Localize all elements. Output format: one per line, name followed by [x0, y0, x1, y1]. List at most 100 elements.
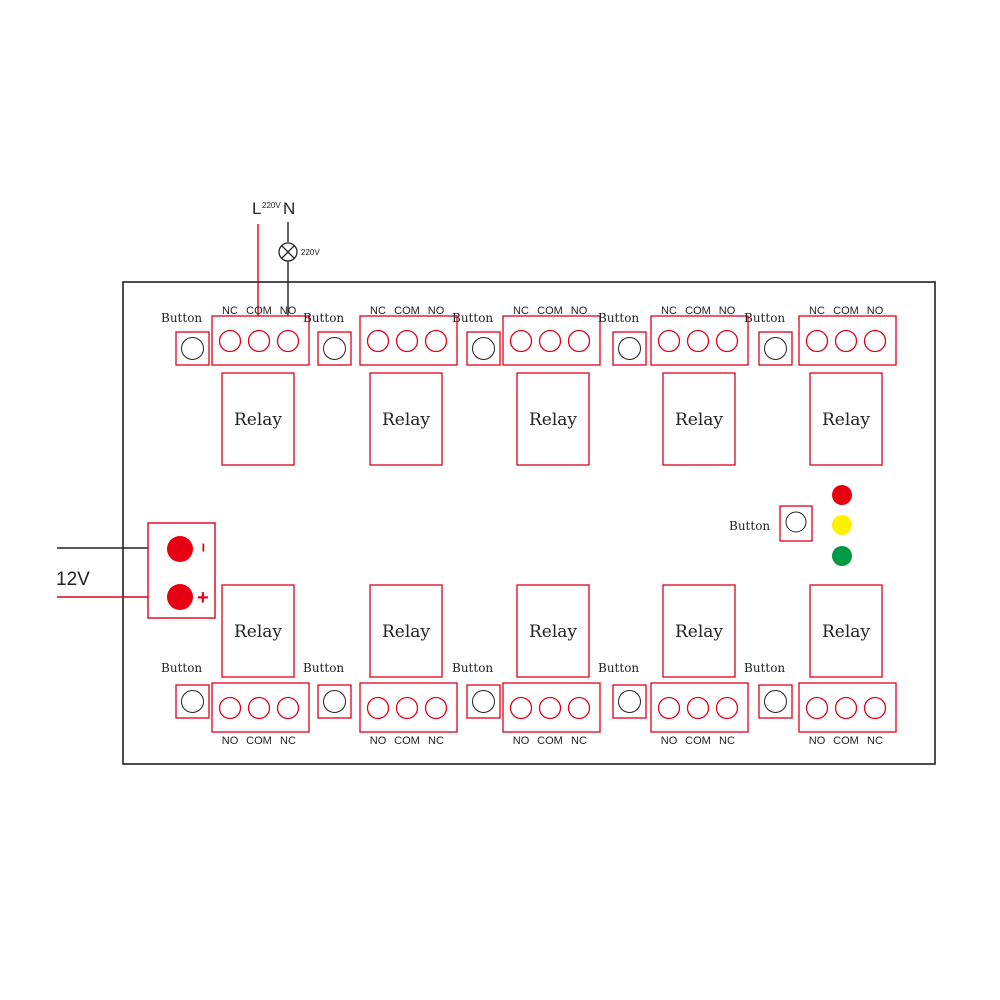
channel-6-no-label: NO — [222, 735, 239, 747]
channel-5-nc-label: NC — [809, 305, 825, 317]
channel-2-com-label: COM — [394, 305, 420, 317]
channel-3-nc-screw[interactable] — [509, 329, 533, 353]
channel-1-no-label: NO — [280, 305, 297, 317]
channel-2-com-screw[interactable] — [395, 329, 419, 353]
led-red — [832, 485, 852, 505]
channel-4-com-label: COM — [685, 305, 711, 317]
board-outline — [122, 281, 936, 765]
channel-6-com-label: COM — [246, 735, 272, 747]
learn-button-cap[interactable] — [785, 511, 807, 533]
channel-1-no-screw[interactable] — [276, 329, 300, 353]
channel-4-button-cap[interactable] — [618, 337, 641, 360]
channel-5-nc-screw[interactable] — [805, 329, 829, 353]
channel-2-relay-label: Relay — [382, 410, 430, 430]
channel-9-com-screw[interactable] — [686, 696, 710, 720]
plus-symbol: + — [197, 587, 209, 609]
channel-1-com-screw[interactable] — [247, 329, 271, 353]
channel-8-relay — [516, 584, 590, 678]
channel-4-relay-label: Relay — [675, 410, 723, 430]
channel-8-no-screw[interactable] — [509, 696, 533, 720]
channel-10-relay-label: Relay — [822, 622, 870, 642]
channel-3-button-label: Button — [452, 311, 493, 325]
channel-3-com-screw[interactable] — [538, 329, 562, 353]
channel-10-com-label: COM — [833, 735, 859, 747]
status-area: Button — [729, 485, 852, 566]
channel-6-relay — [221, 584, 295, 678]
channel-2-no-screw[interactable] — [424, 329, 448, 353]
channel-8-nc-screw[interactable] — [567, 696, 591, 720]
channel-9-button-cap[interactable] — [618, 690, 641, 713]
channel-10-com-screw[interactable] — [834, 696, 858, 720]
power-input: 12V − + — [56, 522, 216, 619]
channel-2-relay — [369, 372, 443, 466]
channel-8-com-label: COM — [537, 735, 563, 747]
channel-1-relay-label: Relay — [234, 410, 282, 430]
channel-7-nc-label: NC — [428, 735, 444, 747]
channel-1-nc-screw[interactable] — [218, 329, 242, 353]
channel-8-button-label: Button — [452, 661, 493, 675]
lamp-icon — [278, 242, 298, 262]
power-voltage-label: 12V — [56, 569, 90, 590]
channel-9-nc-label: NC — [719, 735, 735, 747]
channel-3-no-screw[interactable] — [567, 329, 591, 353]
channel-6-nc-screw[interactable] — [276, 696, 300, 720]
mains-l-label: L — [252, 199, 261, 218]
channel-7-relay — [369, 584, 443, 678]
channel-6-com-screw[interactable] — [247, 696, 271, 720]
channel-2-button-label: Button — [303, 311, 344, 325]
channel-10-nc-screw[interactable] — [863, 696, 887, 720]
channel-1-button-cap[interactable] — [181, 337, 204, 360]
channel-3-relay-label: Relay — [529, 410, 577, 430]
channel-9-no-screw[interactable] — [657, 696, 681, 720]
channel-4-no-screw[interactable] — [715, 329, 739, 353]
channel-8-button-cap[interactable] — [472, 690, 495, 713]
channel-3-nc-label: NC — [513, 305, 529, 317]
channel-3-relay — [516, 372, 590, 466]
channel-7-com-screw[interactable] — [395, 696, 419, 720]
channel-5-button-cap[interactable] — [764, 337, 787, 360]
led-green — [832, 546, 852, 566]
channel-9-button-label: Button — [598, 661, 639, 675]
channel-1-com-label: COM — [246, 305, 272, 317]
channel-9-com-label: COM — [685, 735, 711, 747]
channel-1-nc-label: NC — [222, 305, 238, 317]
channel-5-com-label: COM — [833, 305, 859, 317]
channel-1-button-label: Button — [161, 311, 202, 325]
mains-voltage-label: 220V — [262, 201, 281, 210]
led-yellow — [832, 515, 852, 535]
channel-4-com-screw[interactable] — [686, 329, 710, 353]
channel-2-no-label: NO — [428, 305, 445, 317]
lamp-voltage-label: 220V — [301, 248, 320, 257]
learn-button-label: Button — [729, 519, 770, 533]
channel-3-button-cap[interactable] — [472, 337, 495, 360]
channel-5-com-screw[interactable] — [834, 329, 858, 353]
channel-10-relay — [809, 584, 883, 678]
channel-6-nc-label: NC — [280, 735, 296, 747]
channel-4-nc-screw[interactable] — [657, 329, 681, 353]
channel-2-nc-screw[interactable] — [366, 329, 390, 353]
channel-6-button-cap[interactable] — [181, 690, 204, 713]
channel-5-relay — [809, 372, 883, 466]
channel-9-relay — [662, 584, 736, 678]
channel-7-relay-label: Relay — [382, 622, 430, 642]
channel-9-nc-screw[interactable] — [715, 696, 739, 720]
channel-10-no-screw[interactable] — [805, 696, 829, 720]
channel-7-button-label: Button — [303, 661, 344, 675]
channel-8-no-label: NO — [513, 735, 530, 747]
channel-5-no-screw[interactable] — [863, 329, 887, 353]
channel-8-relay-label: Relay — [529, 622, 577, 642]
channel-7-no-screw[interactable] — [366, 696, 390, 720]
channel-7-nc-screw[interactable] — [424, 696, 448, 720]
channel-9-relay-label: Relay — [675, 622, 723, 642]
channel-6-no-screw[interactable] — [218, 696, 242, 720]
channel-2-button-cap[interactable] — [323, 337, 346, 360]
channel-6-relay-label: Relay — [234, 622, 282, 642]
channel-8-com-screw[interactable] — [538, 696, 562, 720]
channel-7-button-cap[interactable] — [323, 690, 346, 713]
channel-10-button-cap[interactable] — [764, 690, 787, 713]
positive-terminal — [167, 584, 193, 610]
channel-3-com-label: COM — [537, 305, 563, 317]
channel-4-nc-label: NC — [661, 305, 677, 317]
channel-9-no-label: NO — [661, 735, 678, 747]
